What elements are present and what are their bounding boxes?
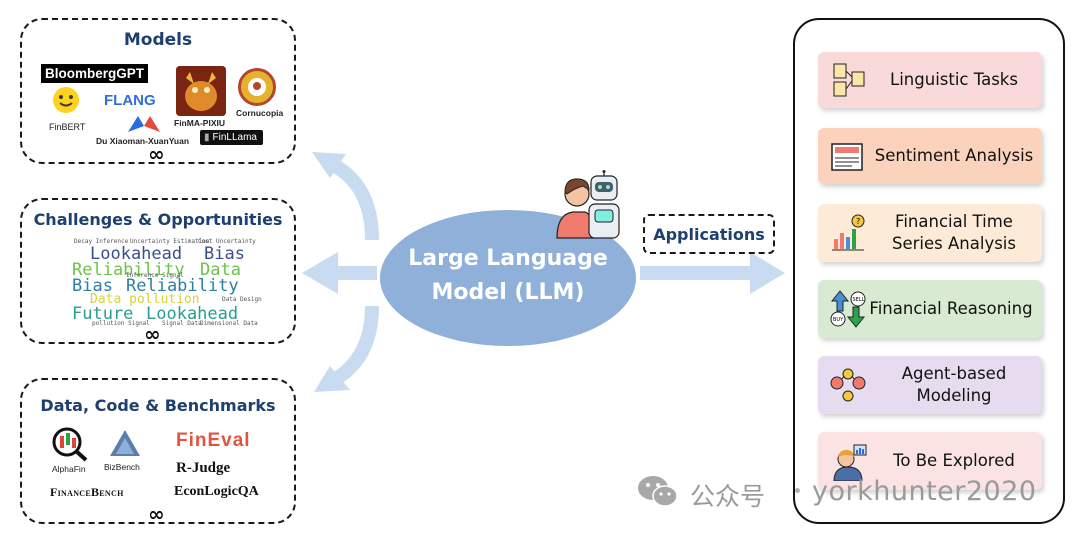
financebench-logo: FinanceBench [50, 485, 124, 499]
bizbench-label: BizBench [104, 462, 140, 472]
svg-text:SELL: SELL [853, 297, 865, 303]
challenges-title: Challenges & Opportunities [33, 210, 283, 229]
watermark-account: 公众号 [690, 482, 766, 511]
app-card-linguistic-tasks: Linguistic Tasks [818, 52, 1042, 108]
app-card-financial-reasoning: BUY SELL Financial Reasoning [818, 280, 1042, 338]
benchmarks-box: Data, Code & Benchmarks AlphaFin BizBenc… [20, 378, 296, 526]
watermark-separator [795, 488, 800, 493]
models-title: Models [123, 30, 193, 50]
app-label-line2: Modeling [916, 386, 992, 405]
app-card-sentiment-analysis: Sentiment Analysis [818, 128, 1042, 184]
app-card-agent-based-modeling: Agent-based Modeling [818, 356, 1042, 414]
bizbench-icon [110, 430, 140, 456]
svg-text:?: ? [856, 217, 860, 226]
arrow-to-benchmarks [330, 305, 379, 387]
wordcloud-word: Uncertainty Estimation [130, 238, 210, 245]
wordcloud-word: Reliability [72, 260, 185, 280]
wordcloud-word: Signal Data [162, 320, 202, 327]
wordcloud-word: Future [72, 304, 134, 324]
flang-logo: FLANG [104, 92, 156, 109]
human-robot-icon [556, 170, 620, 239]
wordcloud-word: Cost Uncertainty [198, 238, 256, 245]
buy-sell-icon: BUY SELL [830, 290, 866, 328]
finbert-label: FinBERT [49, 122, 86, 132]
finma-label: FinMA-PIXIU [174, 118, 225, 128]
bar-chart-icon: ? [832, 214, 865, 251]
arrow-to-models [326, 156, 379, 241]
wordcloud-word: Lookahead [146, 304, 239, 324]
models-box: Models BloombergGPT FinBERT FLANG Du Xia… [20, 18, 296, 166]
rjudge-logo: R-Judge [176, 460, 231, 476]
wordcloud-word: Data Design [222, 296, 262, 303]
huggingface-icon [53, 87, 79, 113]
econlogicqa-logo: EconLogicQA [174, 484, 259, 499]
finllama-logo: ▮FinLLama [200, 130, 263, 145]
challenges-box: Challenges & Opportunities Decay Inferen… [20, 198, 298, 346]
app-label-line1: To Be Explored [893, 451, 1015, 470]
svg-text:BUY: BUY [833, 317, 844, 323]
bloomberggpt-label: BloombergGPT [45, 66, 145, 81]
duxiaoman-icon [128, 116, 160, 132]
app-label-line1: Financial Reasoning [869, 299, 1033, 318]
businessman-icon [833, 444, 867, 481]
arrow-to-applications [640, 266, 755, 280]
cornucopia-label: Cornucopia [236, 108, 284, 118]
agents-icon [830, 368, 866, 402]
applications-panel [793, 18, 1065, 524]
arrow-to-challenges-head [302, 252, 338, 294]
challenges-wordcloud: Decay Inference Uncertainty Estimation C… [22, 200, 298, 346]
wordcloud-word: Inference Signal [126, 272, 184, 279]
wordcloud-word: Bias [72, 276, 113, 296]
fineval-logo: FinEval [176, 430, 251, 451]
benchmarks-title: Data, Code & Benchmarks [40, 396, 276, 415]
wordcloud-word: Bias [204, 244, 245, 264]
llm-title: Large Language Model (LLM) [380, 242, 636, 310]
app-card-to-be-explored: To Be Explored [818, 432, 1042, 490]
app-card-financial-time-series: ? Financial Time Series Analysis [818, 204, 1042, 262]
wordcloud-word: Data pollution [90, 292, 200, 307]
app-label-line1: Linguistic Tasks [890, 70, 1018, 89]
wordcloud-word: pollution Signal [92, 320, 150, 327]
wordcloud-word: Data [200, 260, 241, 280]
alphafin-label: AlphaFin [52, 464, 86, 474]
cornucopia-logo-icon [238, 68, 276, 106]
watermark-handle: yorkhunter2020 [812, 476, 1037, 507]
duxiaoman-label: Du Xiaoman-XuanYuan [96, 136, 190, 146]
llm-title-line1: Large Language [408, 246, 608, 271]
arrow-to-models-head [312, 152, 346, 178]
wordcloud-word: Lookahead [90, 244, 183, 264]
challenges-more-symbol: ∞ [144, 322, 161, 346]
benchmarks-more-symbol: ∞ [148, 502, 165, 526]
wordcloud-word: Dimensional Data [200, 320, 258, 327]
wechat-icon [638, 476, 678, 507]
finllama-label: FinLLama [212, 132, 257, 143]
app-label-line1: Financial Time [895, 212, 1013, 231]
applications-label-box: Applications [643, 214, 775, 254]
app-label-line1: Agent-based [901, 364, 1007, 383]
arrow-to-benchmarks-head [314, 366, 350, 392]
applications-label: Applications [653, 224, 765, 244]
wordcloud-word: Decay Inference [74, 238, 129, 245]
wordcloud-word: Reliability [126, 276, 239, 296]
models-more-symbol: ∞ [148, 142, 165, 166]
finma-logo-icon [176, 66, 226, 116]
documents-icon [833, 63, 865, 97]
bloomberggpt-logo: BloombergGPT [41, 64, 149, 83]
arrow-to-challenges [335, 266, 377, 280]
app-label-line2: Series Analysis [892, 234, 1016, 253]
app-label-line1: Sentiment Analysis [874, 146, 1034, 165]
alphafin-icon [52, 427, 88, 462]
newspaper-icon [831, 143, 863, 171]
llm-title-line2: Model (LLM) [431, 280, 585, 305]
arrow-to-applications-head [750, 252, 785, 294]
